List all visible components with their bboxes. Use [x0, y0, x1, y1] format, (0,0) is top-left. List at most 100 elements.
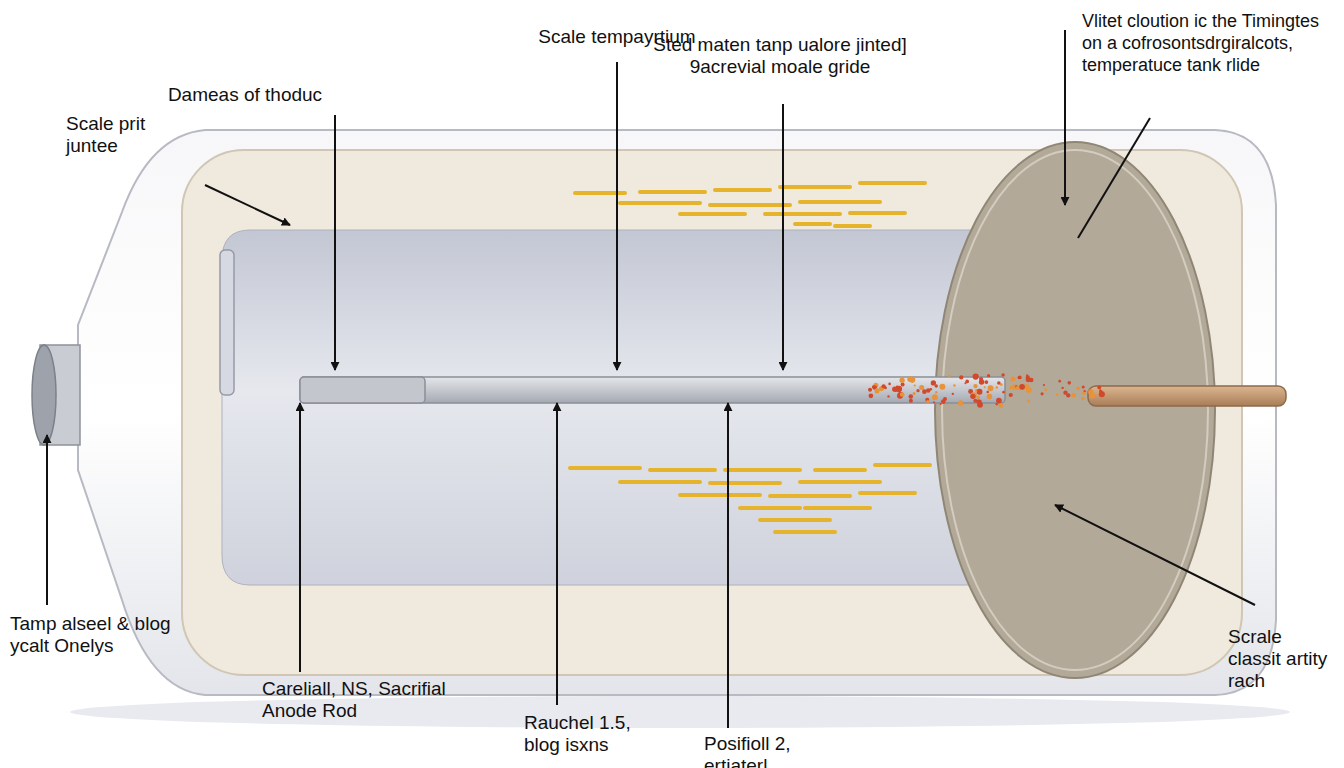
- scale-flake: [875, 463, 930, 467]
- rust-speck: [964, 382, 966, 384]
- rust-speck: [953, 384, 955, 386]
- part-label: Tamp alseel & blog ycalt Onelys: [10, 613, 175, 657]
- scale-flake: [760, 518, 830, 522]
- rust-speck: [971, 392, 977, 398]
- leader-line: [1055, 505, 1255, 605]
- rust-speck: [901, 382, 905, 386]
- leader-line: [46, 435, 48, 605]
- scale-flake: [725, 468, 800, 472]
- rust-speck: [1009, 387, 1011, 389]
- floor-shadow: [70, 696, 1290, 728]
- scale-flake: [860, 491, 915, 495]
- rust-speck: [935, 384, 938, 387]
- scale-flake: [780, 185, 850, 189]
- scale-flake: [775, 530, 835, 534]
- rust-speck: [1040, 392, 1043, 395]
- rust-speck: [977, 396, 980, 399]
- rust-speck: [882, 384, 886, 388]
- rust-speck: [1001, 373, 1004, 376]
- rust-speck: [887, 395, 889, 397]
- rust-speck: [1097, 385, 1101, 389]
- rust-speck: [1010, 376, 1015, 381]
- scale-flake: [710, 481, 780, 485]
- anode-rod: [300, 377, 1005, 403]
- rust-speck: [1044, 388, 1047, 391]
- rust-speck: [973, 373, 979, 379]
- rust-speck: [996, 398, 1002, 404]
- scale-flake: [770, 494, 850, 498]
- scale-deposits: [570, 183, 930, 532]
- rust-speck: [926, 400, 929, 403]
- rust-speck: [979, 379, 984, 384]
- rust-speck: [997, 381, 1001, 385]
- rust-speck: [914, 384, 916, 386]
- rust-speck: [1019, 384, 1025, 390]
- part-label: Scale prit juntee: [66, 113, 166, 157]
- rust-speck: [1056, 393, 1059, 396]
- rust-speck: [1076, 386, 1080, 390]
- disk-rim: [942, 150, 1208, 670]
- leader-line: [334, 115, 336, 370]
- rod-tip: [300, 377, 425, 403]
- scale-flake: [715, 188, 770, 192]
- scale-flake: [620, 201, 700, 205]
- water-volume: [222, 230, 1020, 585]
- rust-speck: [892, 386, 897, 391]
- scale-flake: [620, 480, 700, 484]
- baffle-plate: [220, 250, 234, 395]
- rust-speck: [872, 385, 875, 388]
- leader-line: [727, 403, 729, 728]
- rust-speck: [933, 401, 935, 403]
- tank-shell: [78, 130, 1276, 695]
- scale-flake: [710, 203, 790, 207]
- part-label: Posifioll 2, ertiaterl: [704, 733, 819, 768]
- leader-line: [782, 104, 784, 370]
- rust-speck: [1082, 391, 1086, 395]
- rust-speck: [996, 403, 998, 405]
- rust-speck: [909, 399, 913, 403]
- rust-speck: [1067, 381, 1071, 385]
- rust-speck: [868, 388, 872, 392]
- rust-speck: [970, 394, 975, 399]
- leader-line: [616, 62, 618, 370]
- rust-speck: [922, 389, 927, 394]
- rust-speck: [913, 392, 916, 395]
- scale-flake: [850, 211, 905, 215]
- rust-speck: [987, 394, 992, 399]
- part-label: Careliall, NS, Sacrifial Anode Rod: [262, 678, 467, 722]
- scale-flake: [680, 212, 745, 216]
- rust-speck: [1063, 390, 1067, 394]
- rust-speck: [986, 391, 989, 394]
- rust-speck: [976, 400, 980, 404]
- scale-flake: [795, 222, 830, 226]
- part-label: Scrale classit artity rach: [1228, 626, 1333, 692]
- scale-flake: [835, 224, 870, 228]
- rust-speck: [1088, 389, 1093, 394]
- rust-speck: [943, 397, 947, 401]
- rust-speck: [973, 384, 977, 388]
- rust-speck: [1018, 375, 1022, 379]
- rust-speck: [909, 394, 914, 399]
- rust-speck: [888, 383, 891, 386]
- inlet-opening: [32, 345, 56, 445]
- rust-speck: [948, 375, 950, 377]
- rust-speck: [975, 391, 977, 393]
- scale-flake: [800, 200, 880, 204]
- rust-speck: [988, 385, 994, 391]
- part-label: Sted maten tanp ualore jinted] 9acrevial…: [625, 34, 935, 78]
- scale-flake: [650, 468, 715, 472]
- rust-speck: [984, 386, 986, 388]
- rust-speck: [1058, 380, 1061, 383]
- rust-speck: [900, 392, 905, 397]
- leader-line: [1078, 118, 1150, 238]
- scale-flake: [740, 506, 800, 510]
- part-label: Dameas of thoduc: [135, 84, 355, 106]
- rust-speck: [998, 403, 1003, 408]
- leader-line: [205, 185, 290, 225]
- scale-flake: [800, 480, 880, 484]
- scale-flake: [640, 190, 705, 194]
- scale-flake: [680, 493, 760, 497]
- rust-speck: [932, 394, 938, 400]
- rust-speck: [935, 391, 938, 394]
- rust-speck: [1061, 387, 1063, 389]
